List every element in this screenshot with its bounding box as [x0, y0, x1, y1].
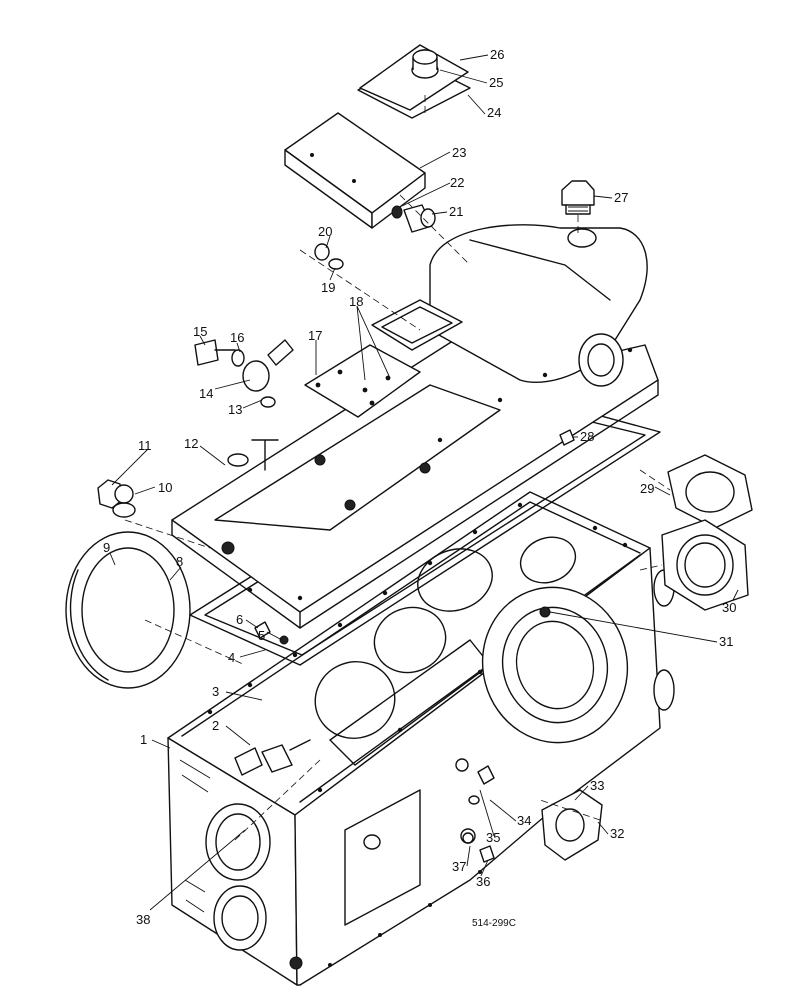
callout-18: 18	[349, 294, 363, 309]
callout-36: 36	[476, 874, 490, 889]
valve-block	[284, 112, 426, 229]
plug-31	[539, 606, 551, 618]
plug-and-seal	[314, 243, 344, 270]
callout-34: 34	[517, 813, 531, 828]
callout-33: 33	[590, 778, 604, 793]
cover-32-33	[541, 789, 603, 861]
union-fittings	[391, 204, 436, 233]
callout-25: 25	[489, 75, 503, 90]
callout-1: 1	[140, 732, 147, 747]
callout-32: 32	[610, 826, 624, 841]
drain-plug	[97, 479, 136, 518]
callout-30: 30	[722, 600, 736, 615]
callout-17: 17	[308, 328, 322, 343]
callout-19: 19	[321, 280, 335, 295]
callout-16: 16	[230, 330, 244, 345]
callout-10: 10	[158, 480, 172, 495]
callout-13: 13	[228, 402, 242, 417]
callout-labels: 1 2 3 4 5 6 8 9 10 11 12 13 14 15 16 17 …	[103, 47, 736, 927]
callout-22: 22	[450, 175, 464, 190]
callout-26: 26	[490, 47, 504, 62]
callout-4: 4	[228, 650, 235, 665]
callout-3: 3	[212, 684, 219, 699]
top-cover	[171, 224, 659, 629]
callout-24: 24	[487, 105, 501, 120]
callout-29: 29	[640, 481, 654, 496]
callout-15: 15	[193, 324, 207, 339]
assembly-lines	[124, 95, 671, 841]
leader-lines	[109, 54, 739, 911]
callout-8: 8	[176, 554, 183, 569]
callout-28: 28	[580, 429, 594, 444]
cover-plate-assembly	[357, 44, 471, 119]
callout-31: 31	[719, 634, 733, 649]
callout-21: 21	[449, 204, 463, 219]
callout-2: 2	[212, 718, 219, 733]
banjo-fitting	[194, 339, 294, 408]
callout-6: 6	[236, 612, 243, 627]
callout-35: 35	[486, 830, 500, 845]
flange-gasket	[65, 531, 191, 689]
callout-27: 27	[614, 190, 628, 205]
filler-plug	[561, 180, 595, 215]
callout-23: 23	[452, 145, 466, 160]
transmission-housing	[167, 491, 675, 986]
callout-14: 14	[199, 386, 213, 401]
small-fittings	[462, 765, 495, 863]
side-gaskets	[661, 454, 753, 611]
callout-20: 20	[318, 224, 332, 239]
callout-11: 11	[138, 438, 152, 453]
drawing-reference: 514-299C	[472, 918, 516, 929]
callout-9: 9	[103, 540, 110, 555]
callout-37: 37	[452, 859, 466, 874]
internal-fittings	[234, 621, 311, 776]
screw-28	[559, 429, 575, 446]
callout-38: 38	[136, 912, 150, 927]
callout-12: 12	[184, 436, 198, 451]
callout-5: 5	[258, 628, 265, 643]
